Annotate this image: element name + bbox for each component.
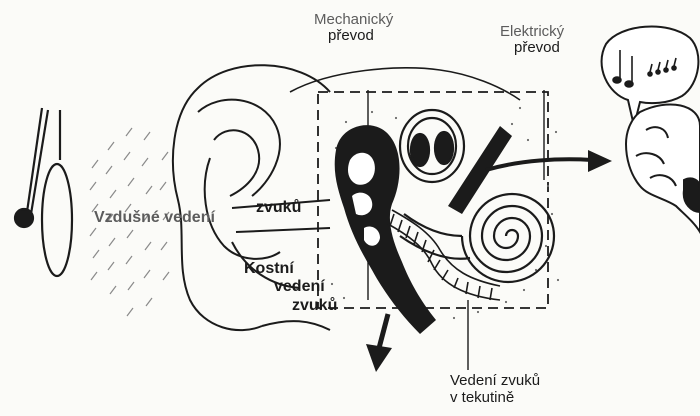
electrical-label-line1: Elektrický — [500, 23, 564, 40]
air-conduction-label-2: zvuků — [256, 200, 301, 217]
air-conduction-label: Vzdušné vedení — [94, 210, 215, 227]
semicircular-canals — [400, 110, 464, 182]
electrical-label-line2: převod — [514, 39, 560, 56]
fluid-label-line2: v tekutině — [450, 389, 514, 406]
bone-label-line3: zvuků — [292, 297, 337, 314]
electrical-transmission-label: Elektrický převod — [500, 24, 564, 56]
brain-icon — [626, 104, 700, 232]
fluid-label-line1: Vedení zvuků — [450, 372, 540, 389]
auditory-nerve — [448, 126, 512, 214]
arrow-down-icon — [366, 314, 392, 372]
mechanical-transmission-label: Mechanický převod — [314, 12, 393, 44]
fluid-conduction-label: Vedení zvuků v tekutině — [450, 372, 540, 407]
mechanical-label-line1: Mechanický — [314, 11, 393, 28]
skull-outline — [290, 68, 520, 100]
arrow-right-icon — [486, 150, 612, 172]
mechanical-label-line2: převod — [328, 27, 374, 44]
tuning-fork-icon — [15, 108, 72, 276]
bone-label-line1: Kostní — [244, 260, 294, 277]
bone-label-line2: vedení — [274, 278, 325, 295]
bone-conduction-label: Kostní vedení zvuků — [244, 260, 337, 315]
cochlea — [400, 194, 554, 282]
